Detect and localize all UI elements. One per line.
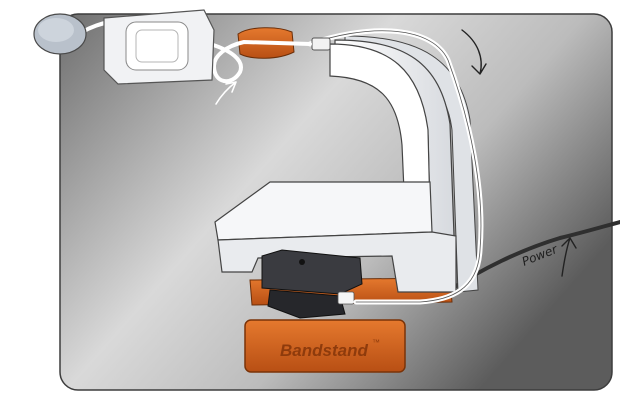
brand-label: Bandstand: [280, 341, 368, 360]
arrow-down-right-icon: [461, 29, 487, 75]
stand-platform: [214, 181, 457, 293]
charger-box: [103, 9, 215, 85]
arrow-up-left-icon: [215, 81, 237, 105]
dock-device: [261, 249, 363, 319]
top-connector: [311, 37, 331, 51]
arrow-up-icon: [561, 237, 577, 277]
bandstand-logo-plate: Bandstand ™: [244, 319, 406, 373]
brand-mark: ™: [372, 338, 380, 347]
